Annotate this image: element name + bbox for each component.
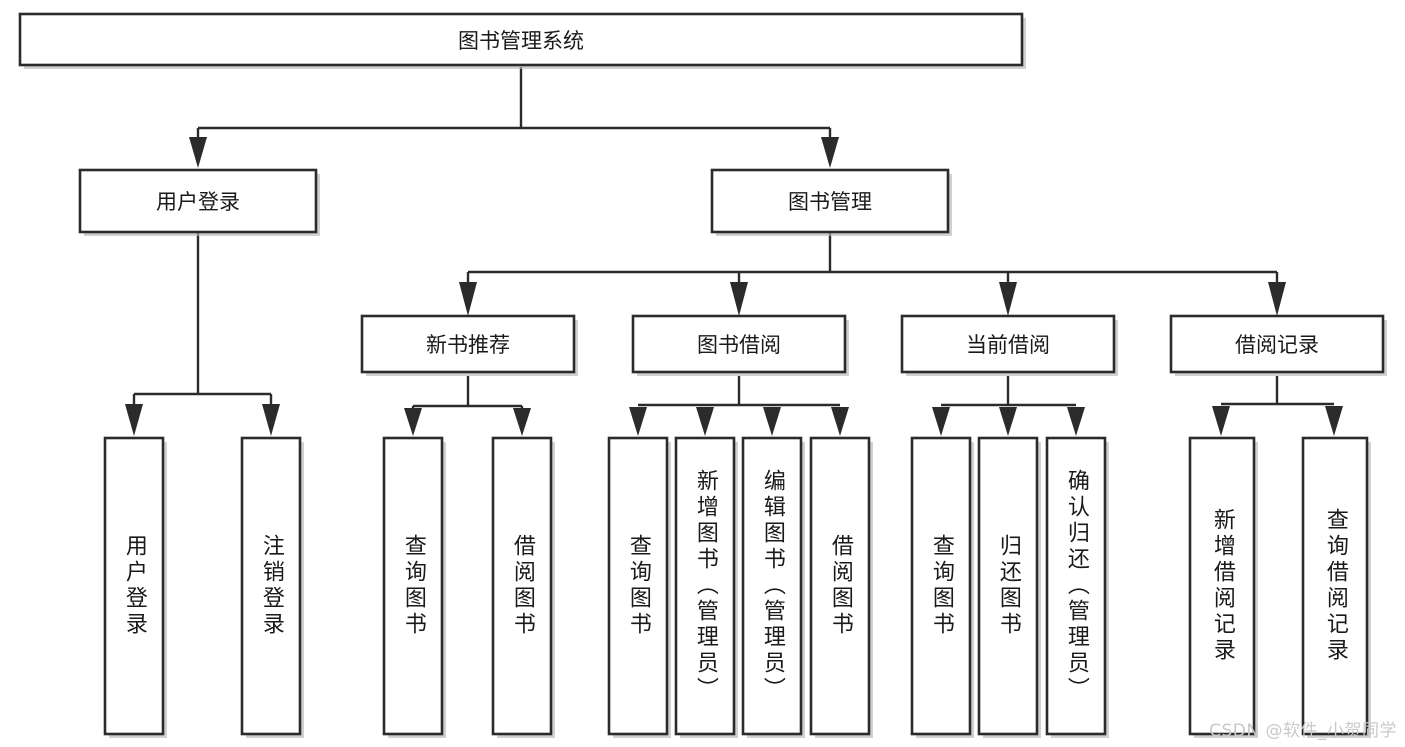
leaf-current-query-book-label-area: 查询图书 bbox=[928, 534, 954, 638]
node-user-login[interactable]: 用户登录 bbox=[78, 168, 320, 236]
node-current-borrow-label: 当前借阅 bbox=[966, 333, 1050, 357]
arrow-head-current-leaf-1 bbox=[932, 407, 950, 436]
leaf-borrow-add-book-label: 新增图书（管理员） bbox=[692, 469, 718, 703]
leaf-recommend-query-book-label-area: 查询图书 bbox=[400, 534, 426, 638]
leaf-user-login-login-box[interactable] bbox=[103, 436, 165, 736]
node-current-borrow-box[interactable] bbox=[900, 314, 1116, 374]
arrow-head-current-borrow bbox=[999, 282, 1017, 316]
arrow-head-book-borrow bbox=[730, 282, 748, 316]
node-new-book-recommend-label: 新书推荐 bbox=[426, 333, 510, 357]
leaf-user-login-logout[interactable]: 注销登录 bbox=[240, 436, 304, 738]
leaf-recommend-borrow-book-label: 借阅图书 bbox=[509, 534, 535, 638]
arrow-head-recommend-leaf-2 bbox=[513, 408, 531, 436]
node-current-borrow[interactable]: 当前借阅 bbox=[900, 314, 1118, 376]
arrow-head-borrow-leaf-4 bbox=[831, 407, 849, 436]
leaf-borrow-query-book-label-area: 查询图书 bbox=[625, 534, 651, 638]
leaf-borrow-add-book-label-area: 新增图书（管理员） bbox=[692, 469, 718, 703]
arrow-head-book-manage bbox=[821, 137, 839, 168]
leaf-user-login-login-label-area: 用户登录 bbox=[121, 534, 147, 638]
arrow-head-leaf-user-login bbox=[125, 404, 143, 436]
leaf-recommend-borrow-book-box[interactable] bbox=[491, 436, 553, 736]
leaf-records-add-record-label: 新增借阅记录 bbox=[1209, 508, 1235, 664]
leaf-borrow-edit-book-box[interactable] bbox=[741, 436, 803, 736]
leaf-recommend-borrow-book[interactable]: 借阅图书 bbox=[491, 436, 555, 738]
node-book-borrow-box[interactable] bbox=[631, 314, 847, 374]
leaf-borrow-add-book-box[interactable] bbox=[674, 436, 736, 736]
node-user-login-box[interactable] bbox=[78, 168, 318, 234]
leaf-current-return-book-label: 归还图书 bbox=[995, 534, 1021, 638]
node-borrow-records-label: 借阅记录 bbox=[1235, 333, 1319, 357]
leaf-borrow-add-book[interactable]: 新增图书（管理员） bbox=[674, 436, 738, 738]
leaf-borrow-query-book[interactable]: 查询图书 bbox=[607, 436, 671, 738]
leaf-borrow-borrow-book-label-area: 借阅图书 bbox=[827, 534, 853, 638]
leaf-current-confirm-return[interactable]: 确认归还（管理员） bbox=[1045, 436, 1109, 738]
arrow-head-current-leaf-3 bbox=[1067, 407, 1085, 436]
node-new-book-recommend-box[interactable] bbox=[360, 314, 576, 374]
arrow-head-recommend-leaf-1 bbox=[404, 408, 422, 436]
node-new-book-recommend[interactable]: 新书推荐 bbox=[360, 314, 578, 376]
leaf-current-return-book-box[interactable] bbox=[977, 436, 1039, 736]
leaf-recommend-query-book[interactable]: 查询图书 bbox=[382, 436, 446, 738]
leaf-user-login-logout-label-area: 注销登录 bbox=[258, 534, 284, 638]
leaf-current-query-book[interactable]: 查询图书 bbox=[910, 436, 974, 738]
leaf-records-query-record-box[interactable] bbox=[1301, 436, 1369, 736]
leaf-records-add-record-box[interactable] bbox=[1188, 436, 1256, 736]
arrow-head-current-leaf-2 bbox=[999, 407, 1017, 436]
leaf-records-query-record-label: 查询借阅记录 bbox=[1322, 508, 1348, 664]
node-book-manage-label: 图书管理 bbox=[788, 190, 872, 214]
leaf-user-login-logout-label: 注销登录 bbox=[258, 534, 284, 638]
arrow-head-leaf-logout bbox=[262, 404, 280, 436]
leaf-user-login-login[interactable]: 用户登录 bbox=[103, 436, 167, 738]
leaf-user-login-logout-box[interactable] bbox=[240, 436, 302, 736]
node-borrow-records[interactable]: 借阅记录 bbox=[1169, 314, 1387, 376]
arrow-head-borrow-leaf-1 bbox=[629, 407, 647, 436]
leaf-recommend-query-book-box[interactable] bbox=[382, 436, 444, 736]
leaf-current-return-book-label-area: 归还图书 bbox=[995, 534, 1021, 638]
node-user-login-label: 用户登录 bbox=[156, 190, 240, 214]
arrow-head-records-leaf-1 bbox=[1212, 406, 1230, 436]
node-book-borrow[interactable]: 图书借阅 bbox=[631, 314, 849, 376]
leaf-borrow-query-book-label: 查询图书 bbox=[625, 534, 651, 638]
arrow-head-records-leaf-2 bbox=[1325, 406, 1343, 436]
leaf-current-confirm-return-box[interactable] bbox=[1045, 436, 1107, 736]
leaf-borrow-edit-book-label: 编辑图书（管理员） bbox=[759, 469, 785, 703]
leaf-user-login-login-label: 用户登录 bbox=[121, 534, 147, 638]
connector-layer bbox=[125, 67, 1343, 436]
node-root-box[interactable] bbox=[18, 12, 1024, 67]
arrow-head-user-login bbox=[189, 137, 207, 168]
leaf-records-query-record[interactable]: 查询借阅记录 bbox=[1301, 436, 1371, 738]
arrow-head-borrow-leaf-3 bbox=[763, 407, 781, 436]
arrow-head-new-book-recommend bbox=[459, 282, 477, 316]
node-book-borrow-label: 图书借阅 bbox=[697, 333, 781, 357]
leaf-recommend-borrow-book-label-area: 借阅图书 bbox=[509, 534, 535, 638]
leaf-borrow-borrow-book-box[interactable] bbox=[809, 436, 871, 736]
leaf-current-return-book[interactable]: 归还图书 bbox=[977, 436, 1041, 738]
leaf-borrow-edit-book-label-area: 编辑图书（管理员） bbox=[759, 469, 785, 703]
leaf-records-add-record-label-area: 新增借阅记录 bbox=[1209, 508, 1235, 664]
node-book-manage[interactable]: 图书管理 bbox=[710, 168, 952, 236]
leaf-current-query-book-box[interactable] bbox=[910, 436, 972, 736]
leaf-borrow-borrow-book-label: 借阅图书 bbox=[827, 534, 853, 638]
leaf-borrow-edit-book[interactable]: 编辑图书（管理员） bbox=[741, 436, 805, 738]
leaf-current-query-book-label: 查询图书 bbox=[928, 534, 954, 638]
leaf-current-confirm-return-label: 确认归还（管理员） bbox=[1063, 469, 1089, 703]
leaf-records-add-record[interactable]: 新增借阅记录 bbox=[1188, 436, 1258, 738]
node-root-label: 图书管理系统 bbox=[458, 29, 584, 53]
leaf-recommend-query-book-label: 查询图书 bbox=[400, 534, 426, 638]
leaf-current-confirm-return-label-area: 确认归还（管理员） bbox=[1063, 469, 1089, 703]
arrow-head-borrow-records bbox=[1268, 282, 1286, 316]
leaf-borrow-borrow-book[interactable]: 借阅图书 bbox=[809, 436, 873, 738]
arrow-head-borrow-leaf-2 bbox=[696, 407, 714, 436]
node-book-manage-box[interactable] bbox=[710, 168, 950, 234]
node-root[interactable]: 图书管理系统 bbox=[18, 12, 1026, 69]
leaf-borrow-query-book-box[interactable] bbox=[607, 436, 669, 736]
leaf-records-query-record-label-area: 查询借阅记录 bbox=[1322, 508, 1348, 664]
node-borrow-records-box[interactable] bbox=[1169, 314, 1385, 374]
